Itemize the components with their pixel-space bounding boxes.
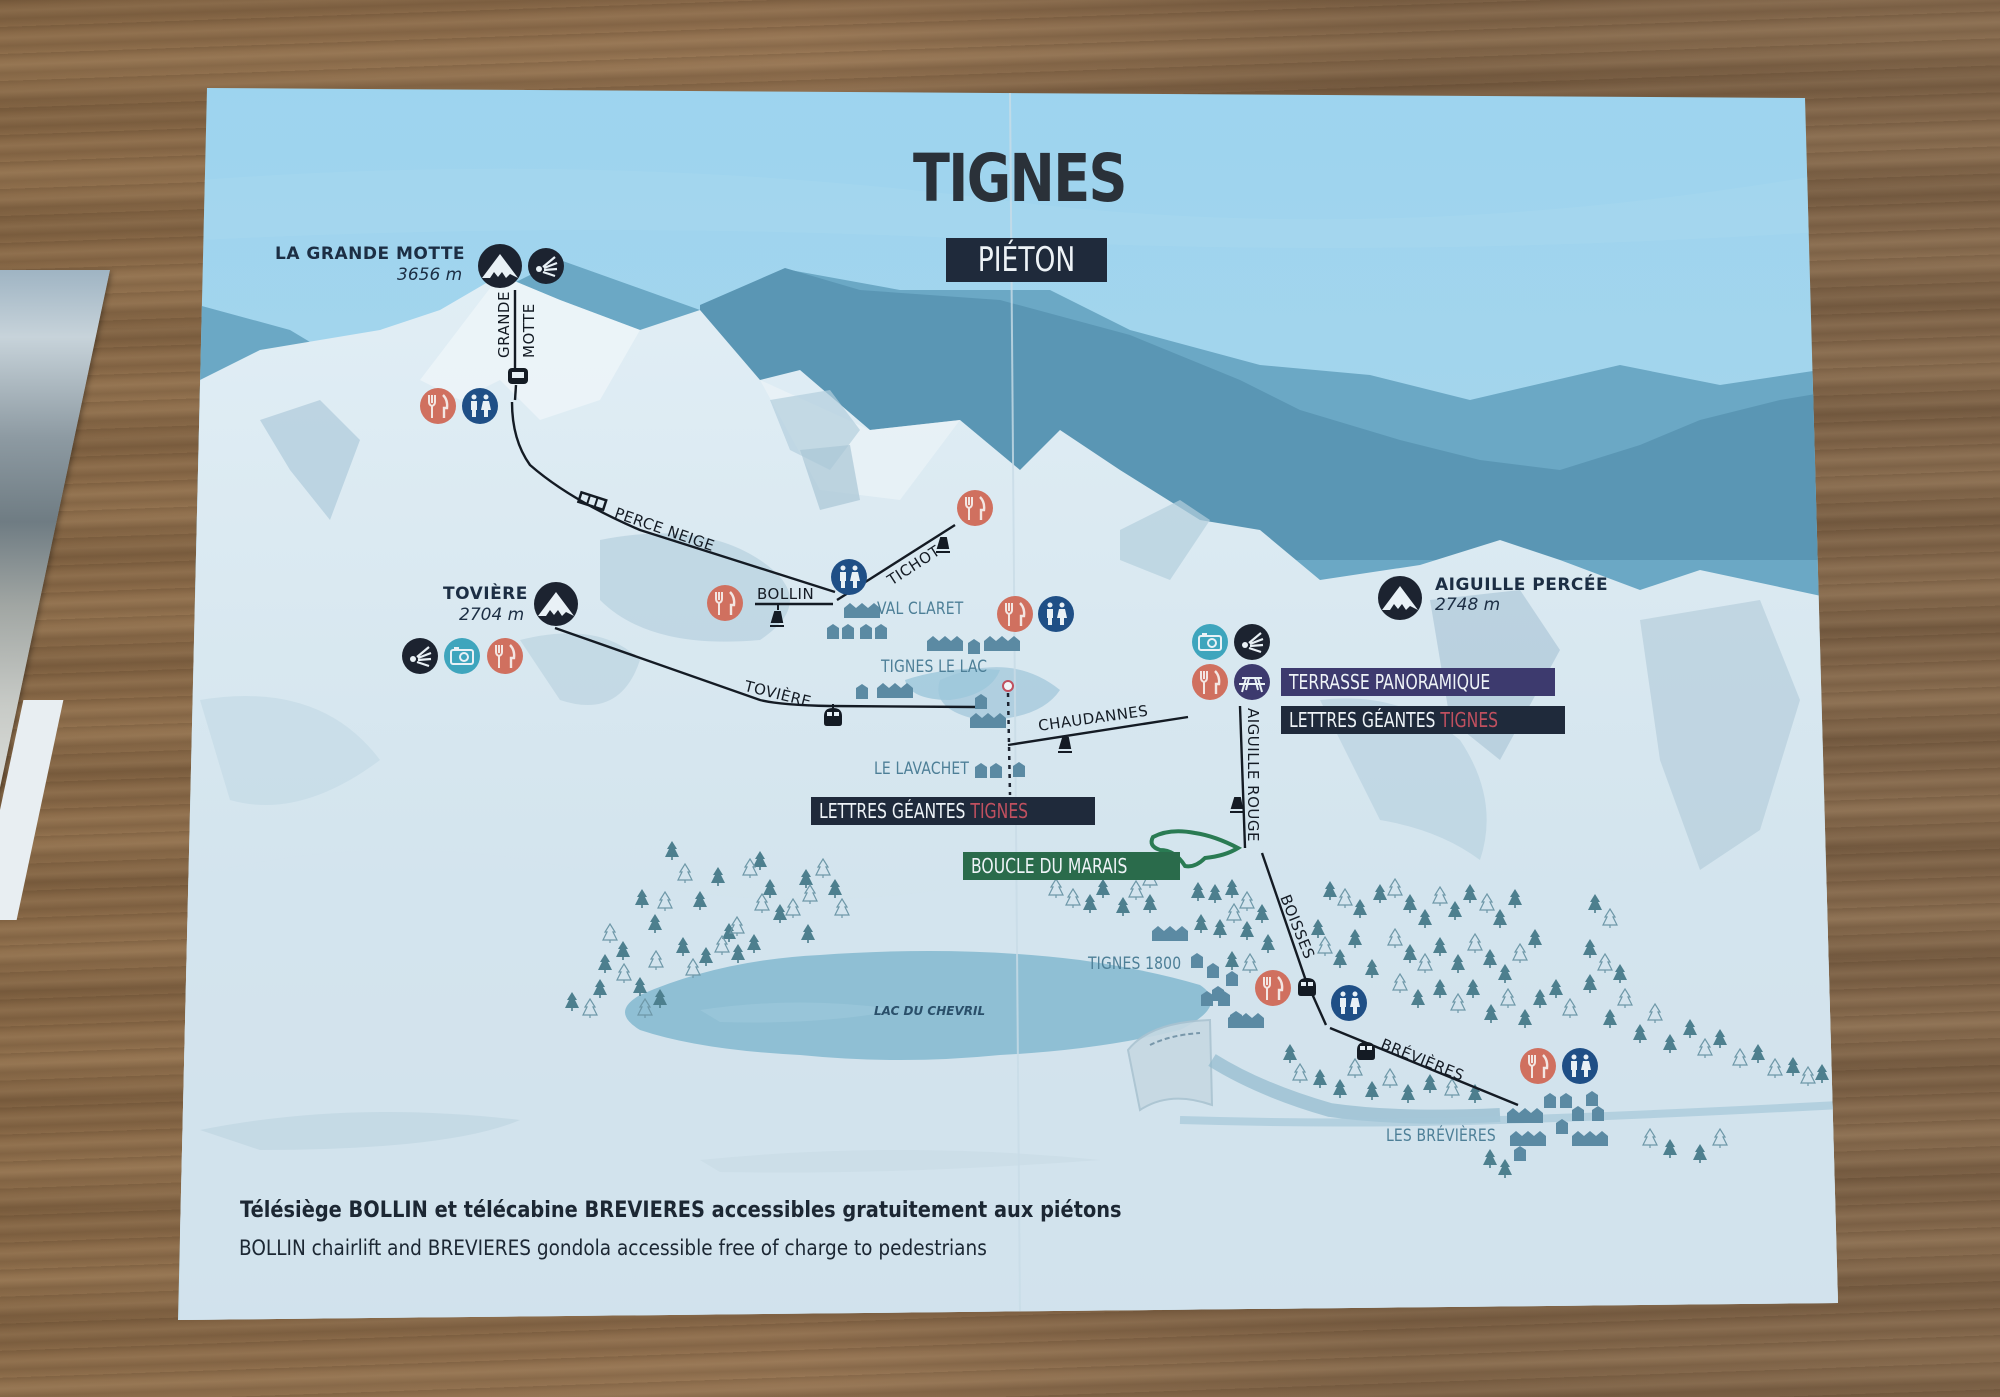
village-tignes-1800: TIGNES 1800 [1088, 954, 1182, 974]
chairlift-icon [770, 604, 784, 627]
panorama-viewpoint-icon [400, 636, 440, 676]
picnic-table-icon [1233, 663, 1271, 701]
panorama-viewpoint-icon [526, 246, 566, 286]
village-le-lavachet: LE LAVACHET [874, 759, 970, 779]
camera-icon [1191, 623, 1229, 661]
pieton-badge: PIÉTON [946, 238, 1107, 282]
mountain-peak-icon [478, 244, 522, 288]
peak-name-la-grande-motte: LA GRANDE MOTTE [275, 244, 466, 264]
tag-accent-tignes: TIGNES [1440, 708, 1499, 732]
toilets-icon [1331, 985, 1367, 1021]
toilets-icon [462, 388, 498, 424]
cable-car-icon [508, 368, 528, 384]
tignes-le-lac-pin [1002, 680, 1014, 692]
restaurant-icon [1518, 1046, 1558, 1086]
tag-text: TERRASSE PANORAMIQUE [1289, 670, 1491, 694]
lift-label-motte: MOTTE [520, 303, 538, 358]
chairlift-icon [936, 537, 950, 553]
brochure-title: TIGNES [913, 140, 1128, 217]
chairlift-icon [1230, 797, 1244, 813]
tag-boucle-du-marais: BOUCLE DU MARAIS [963, 852, 1180, 880]
lift-label-grande: GRANDE [495, 291, 513, 358]
tag-terrasse-panoramique: TERRASSE PANORAMIQUE [1281, 668, 1556, 696]
footer-english-text: BOLLIN chairlift and BREVIERES gondola a… [239, 1236, 987, 1260]
gondola-icon [824, 704, 842, 726]
footer-english-note: BOLLIN chairlift and BREVIERES gondola a… [239, 1236, 1089, 1260]
gondola-icon [1298, 978, 1316, 996]
peak-altitude-la-grande-motte: 3656 m [397, 265, 463, 285]
peak-name-aiguille-percee: AIGUILLE PERCÉE [1435, 575, 1609, 595]
panorama-viewpoint-icon [1232, 622, 1272, 662]
boucle-du-marais-trail [1149, 829, 1243, 869]
lift-lines [510, 290, 1519, 1107]
tag-accent-tignes: TIGNES [970, 799, 1029, 823]
funicular-icon [576, 490, 608, 512]
toilets-icon [831, 559, 867, 595]
lac-du-chevril-shape [625, 951, 1212, 1060]
village-val-claret: VAL CLARET [877, 599, 964, 619]
lift-label-aiguille-rouge: AIGUILLE ROUGE [1244, 708, 1262, 842]
lift-label-bollin: BOLLIN [757, 585, 815, 603]
peak-altitude-aiguille-percee: 2748 m [1435, 595, 1501, 615]
toilets-icon [1562, 1048, 1598, 1084]
tag-text: LETTRES GÉANTES [819, 799, 966, 823]
restaurant-icon [955, 488, 995, 528]
tignes-dam [1126, 1018, 1501, 1124]
restaurant-icon [1190, 662, 1230, 702]
mountain-peak-icon [534, 582, 578, 626]
village-tignes-le-lac: TIGNES LE LAC [881, 657, 988, 677]
restaurant-icon [485, 636, 525, 676]
restaurant-icon [995, 594, 1035, 634]
tag-lettres-geantes-right: LETTRES GÉANTES TIGNES [1281, 706, 1566, 734]
restaurant-icon [705, 583, 745, 623]
peak-altitude-toviere: 2704 m [459, 605, 525, 625]
mountain-peak-icon [1378, 576, 1422, 620]
camera-icon [443, 637, 481, 675]
tag-text: BOUCLE DU MARAIS [971, 854, 1128, 878]
pieton-badge-label: PIÉTON [977, 240, 1076, 280]
tag-lettres-geantes-center: LETTRES GÉANTES TIGNES [811, 797, 1096, 825]
footer-french-note: Télésiège BOLLIN et télécabine BREVIERES… [240, 1198, 1242, 1223]
footer-french-text: Télésiège BOLLIN et télécabine BREVIERES… [240, 1198, 1122, 1223]
restaurant-icon [418, 386, 458, 426]
toilets-icon [1038, 596, 1074, 632]
restaurant-icon [1253, 968, 1293, 1008]
chairlift-icon [1058, 737, 1072, 753]
gondola-icon [1357, 1042, 1375, 1060]
peak-name-toviere: TOVIÈRE [443, 584, 528, 604]
tag-text: LETTRES GÉANTES [1289, 708, 1436, 732]
lake-label-lac-du-chevril: LAC DU CHEVRIL [874, 1004, 986, 1018]
village-les-brevieres: LES BRÉVIÈRES [1386, 1126, 1496, 1146]
